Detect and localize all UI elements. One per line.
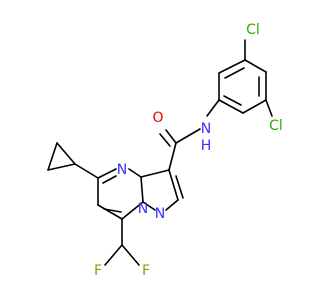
bond — [165, 199, 179, 211]
bond — [97, 204, 123, 220]
bond — [159, 133, 171, 147]
molecule-diagram: Cl Cl O N H N N N F F — [47, 22, 283, 279]
atom-cl: Cl — [246, 22, 260, 38]
bond — [175, 128, 201, 144]
bond — [140, 176, 144, 203]
bond — [103, 208, 122, 213]
bond — [165, 129, 177, 144]
bond — [47, 163, 76, 171]
bonds — [47, 39, 273, 266]
bond — [168, 142, 177, 171]
atom-f: F — [94, 263, 102, 279]
atom-n: N — [201, 121, 211, 137]
molecule-structure: Cl Cl O N H N N N F F — [47, 22, 283, 279]
bond — [242, 99, 267, 114]
bond — [56, 142, 76, 165]
bond — [168, 169, 179, 201]
atom-o: O — [152, 110, 163, 126]
bond — [128, 168, 142, 178]
bond — [224, 67, 245, 79]
bond — [206, 99, 220, 117]
bond — [104, 244, 123, 266]
bond — [121, 201, 144, 220]
bond — [244, 59, 267, 73]
bond — [265, 99, 273, 117]
bond — [175, 175, 184, 199]
atom-f: F — [142, 263, 150, 279]
atom-n: N — [155, 206, 165, 222]
bond — [218, 99, 244, 114]
bond — [74, 163, 99, 179]
atom-n: N — [138, 201, 148, 217]
bond — [121, 244, 140, 266]
bond — [47, 142, 58, 171]
bond — [223, 95, 242, 106]
atom-cl: Cl — [269, 118, 283, 134]
bond — [218, 59, 246, 74]
atom-labels: Cl Cl O N H N N N F F — [94, 22, 283, 279]
bond — [102, 175, 117, 184]
bond — [140, 169, 170, 178]
atom-n: N — [117, 162, 127, 178]
bond — [142, 201, 156, 211]
atom-h: H — [201, 138, 212, 154]
bond — [97, 168, 117, 179]
